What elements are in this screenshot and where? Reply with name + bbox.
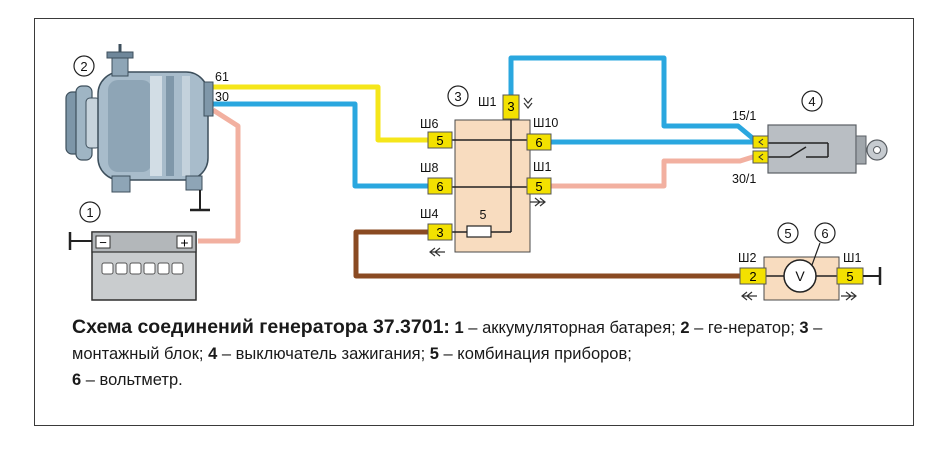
callout-numbers: 1 2 3 4 5 6 [80,59,828,241]
caption-d1: – аккумуляторная батарея; [463,319,681,337]
wire-blue-15 [508,55,758,143]
pin-sh10-box [526,133,552,151]
ignition-terminal-labels: 15/1 30/1 [732,109,756,186]
terminal-61: 61 [215,70,229,84]
fuse-label: 5 [480,208,487,222]
instrument-cluster [763,242,840,301]
callout-5: 5 [784,226,791,241]
terminal-30-1: 30/1 [732,172,756,186]
pin-sh10-number: 6 [535,135,542,150]
arrow-cluster-right [841,291,857,301]
callout-circle-1 [79,201,101,223]
arrow-cluster-left [741,291,757,301]
pin-sh6-number: 5 [436,133,443,148]
label-sh8: Ш8 [420,161,438,175]
generator [65,44,214,212]
battery-plus: + [180,235,188,251]
label-sh4: Ш4 [420,207,438,221]
label-sh1-top: Ш1 [478,95,496,109]
callout-4: 4 [808,94,815,109]
pin-sh8-box [427,177,453,195]
caption-d4: – выключатель зажигания; [217,345,430,363]
caption-n2: 2 [680,319,690,337]
wire-blue-30 [213,101,430,189]
caption-d5: – комбинация приборов; [438,345,632,363]
callout-circle-3 [447,85,469,107]
wire-yellow-61 [213,84,430,143]
label-sh1-right: Ш1 [533,160,551,174]
pin-sh1-number: 5 [535,179,542,194]
wire-brown [353,229,740,279]
wire-pink-battery [198,107,241,244]
pin-sh8-number: 6 [436,179,443,194]
arrow-right [530,197,546,207]
figure-caption: Схема соединений генератора 37.3701: 1 –… [72,314,892,393]
arrow-left-bottom [429,247,445,257]
pin-top-box [502,94,520,120]
cluster-pin-left: 2 [749,269,756,284]
terminal-15-1: 15/1 [732,109,756,123]
callout-circle-6 [814,222,836,244]
caption-title: Схема соединений генератора 37.3701: [72,316,450,338]
pin-sh1-box [526,177,552,195]
generator-terminal-labels: 61 30 [215,70,229,104]
label-cluster-sh1: Ш1 [843,251,861,265]
voltmeter-letter: V [795,268,805,284]
cluster-labels: Ш2 Ш1 [738,251,861,265]
cluster-pin-left-box [739,267,767,285]
callout-6: 6 [821,226,828,241]
callouts [73,55,836,244]
arrow-top [523,97,533,109]
caption-d2: – ге-нератор; [689,319,800,337]
cluster-pin-right: 5 [846,269,853,284]
callout-circle-2 [73,55,95,77]
battery-minus: − [99,235,107,250]
label-sh6: Ш6 [420,117,438,131]
terminal-30: 30 [215,90,229,104]
caption-n4: 4 [208,345,218,363]
block-pins: 5 6 3 3 6 5 [427,94,552,241]
pin-top-number: 3 [507,99,514,114]
mounting-block [451,117,531,253]
pin-sh6-box [427,131,453,149]
pin-sh4-box [427,223,453,241]
wires [198,55,758,279]
callout-circle-5 [777,222,799,244]
pin-sh4-number: 3 [436,225,443,240]
cluster-pins: 2 5 [739,267,864,285]
ignition-switch [752,124,888,174]
battery: − + [68,231,197,301]
connector-labels: Ш6 Ш8 Ш4 Ш1 Ш10 Ш1 5 [420,95,558,222]
caption-d3: – монтажный блок; [72,319,823,363]
callout-3: 3 [454,89,461,104]
callout-2: 2 [80,59,87,74]
connector-arrows [429,97,857,301]
caption-n1: 1 [454,319,464,337]
label-cluster-sh2: Ш2 [738,251,756,265]
caption-n6: 6 [72,371,82,389]
voltmeter-symbol [783,259,817,293]
caption-n5: 5 [429,345,439,363]
label-sh10: Ш10 [533,116,558,130]
caption-d6: – вольтметр. [81,371,183,389]
caption-n3: 3 [799,319,809,337]
callout-1: 1 [86,205,93,220]
callout-circle-4 [801,90,823,112]
wire-pink-30 [551,153,757,189]
